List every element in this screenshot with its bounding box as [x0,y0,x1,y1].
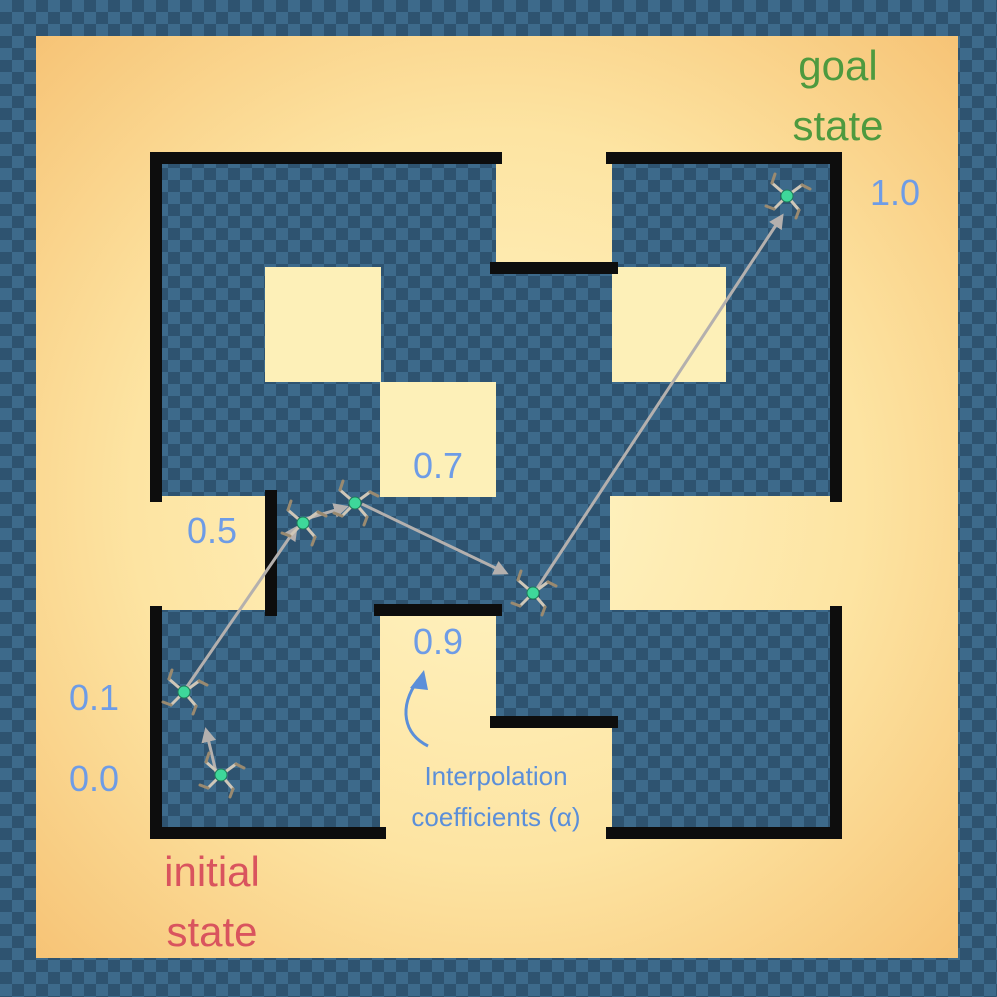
interp-caption-line2: coefficients (α) [411,802,580,832]
alpha-label-0-7: 0.7 [413,445,463,486]
trajectory-arrows [184,213,784,773]
alpha-label-0-9: 0.9 [413,621,463,662]
alpha-label-0-1: 0.1 [69,677,119,718]
initial-label-line1: initial [164,848,260,895]
alpha-label-1-0: 1.0 [870,172,920,213]
goal-label-line1: goal [798,42,877,89]
arrow-icon [361,502,509,575]
goal-label-line2: state [792,102,883,149]
inner-floor-blocks [265,267,726,497]
arrow-icon [184,525,298,689]
arrow-icon [534,213,784,591]
arrow-icon [201,727,218,773]
alpha-label-0-5: 0.5 [187,510,237,551]
maze-walls [150,152,842,839]
caption-pointer-arrow [404,679,429,748]
interp-caption-line1: Interpolation [424,761,567,791]
caption-pointer-arrowhead [410,670,428,690]
alpha-label-0-0: 0.0 [69,758,119,799]
initial-label-line2: state [166,908,257,955]
